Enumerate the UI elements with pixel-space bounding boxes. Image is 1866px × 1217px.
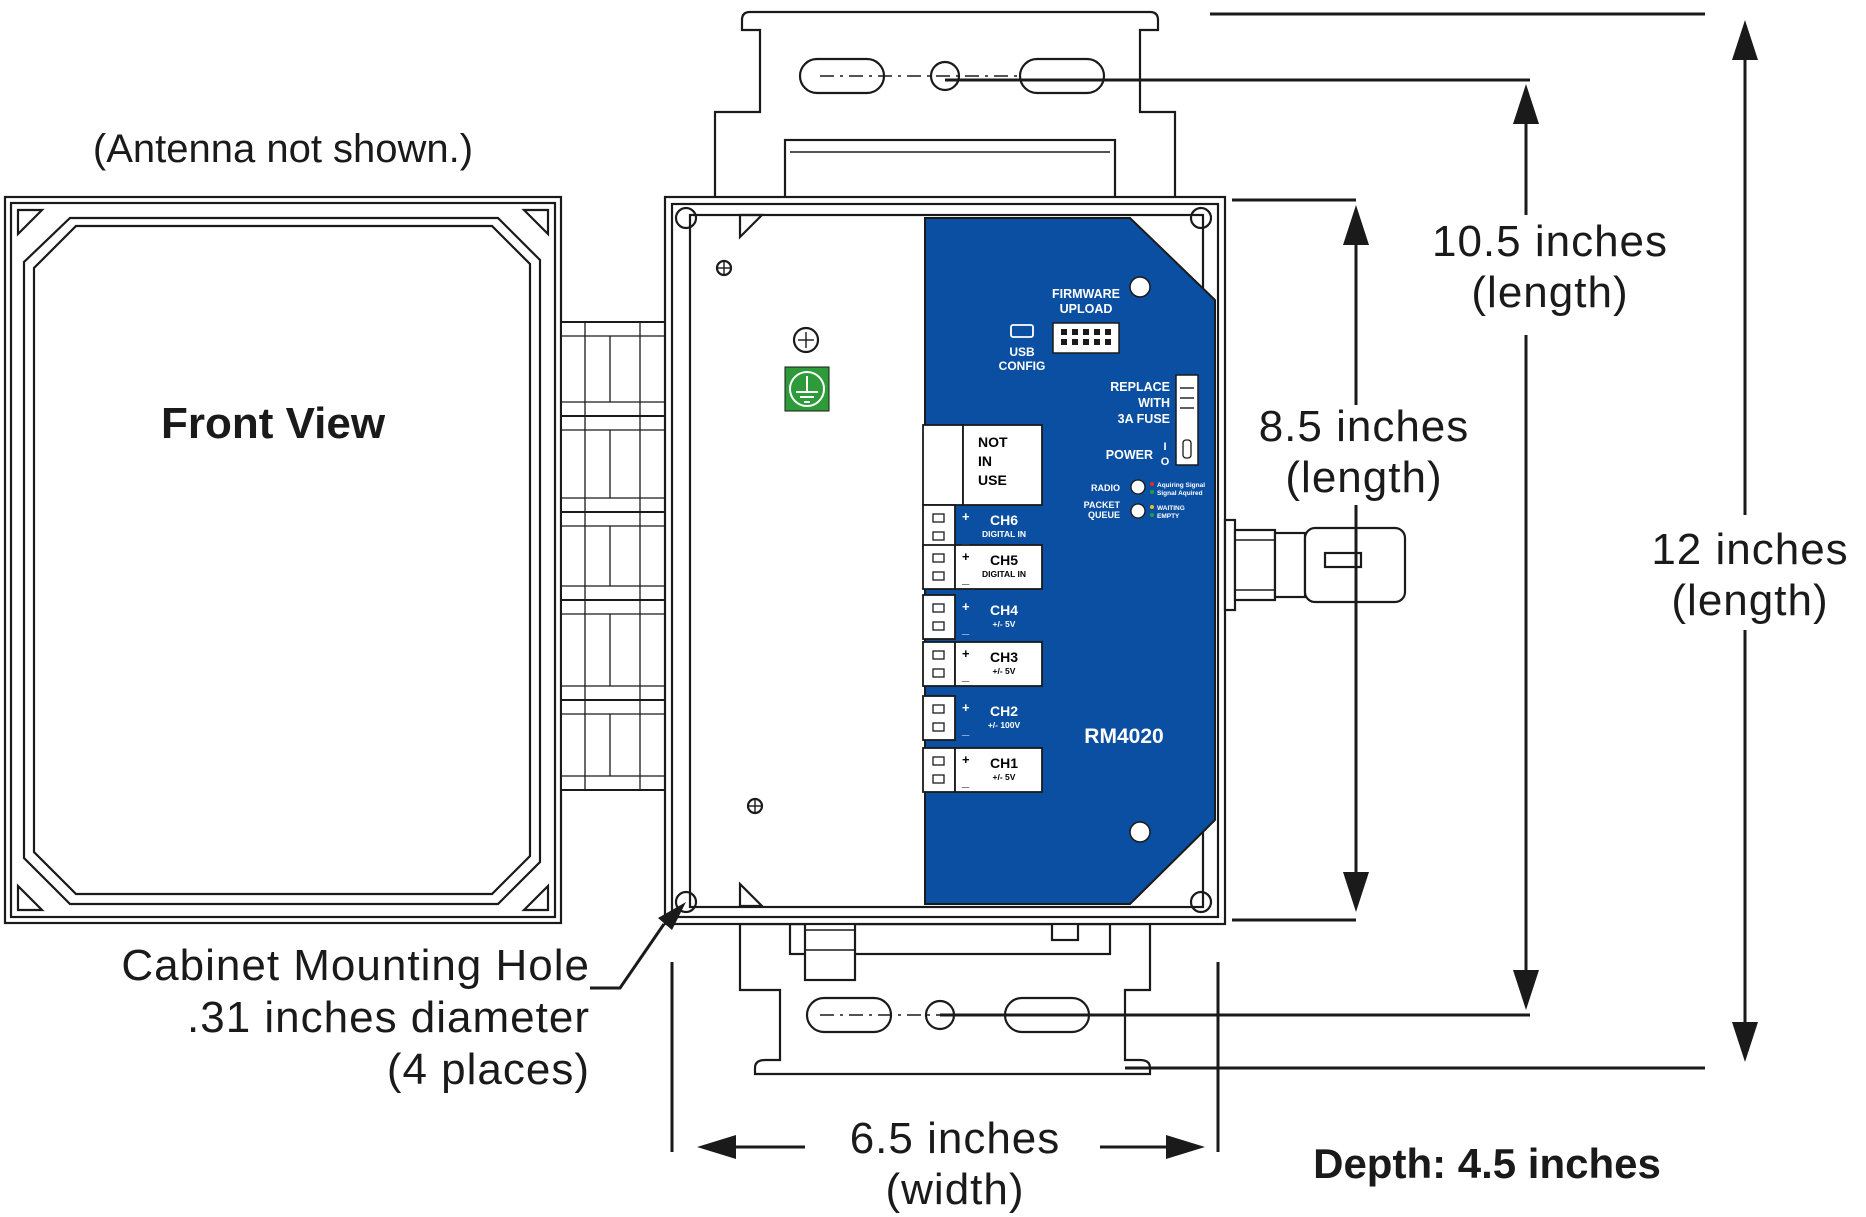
- channel-name: CH4: [990, 602, 1018, 618]
- mounting-hole-top-left: [674, 206, 698, 230]
- svg-text:UPLOAD: UPLOAD: [1060, 302, 1113, 316]
- svg-text:_: _: [961, 722, 970, 737]
- firmware-upload-port: [1052, 322, 1120, 354]
- svg-text:3A FUSE: 3A FUSE: [1118, 412, 1170, 426]
- ground-screw: [792, 326, 820, 354]
- hinge-5: [560, 699, 666, 791]
- channel-range: +/- 5V: [993, 666, 1016, 676]
- svg-text:+: +: [962, 599, 970, 614]
- channel-ch2: + _ CH2+/- 100V: [922, 695, 1021, 741]
- mounting-hole-bottom-right: [1189, 890, 1213, 914]
- channel-name: CH5: [990, 552, 1018, 568]
- mounting-length-unit: (length): [1471, 268, 1628, 317]
- hinge-4: [560, 599, 666, 701]
- width-dimension-value: 6.5 inches: [850, 1114, 1061, 1163]
- mounting-hole-label-line1: Cabinet Mounting Hole: [121, 941, 590, 990]
- top-mounting-bracket: [713, 10, 1177, 200]
- svg-text:USE: USE: [978, 472, 1007, 488]
- svg-text:USB: USB: [1009, 345, 1035, 359]
- packet-queue-led: [1130, 503, 1146, 519]
- svg-text:_: _: [961, 571, 970, 586]
- svg-text:+: +: [962, 752, 970, 767]
- mounting-length-value: 10.5 inches: [1432, 217, 1668, 266]
- svg-text:CONFIG: CONFIG: [999, 359, 1046, 373]
- radio-led: [1130, 479, 1146, 495]
- depth-label: Depth: 4.5 inches: [1313, 1140, 1661, 1187]
- channel-name: CH1: [990, 755, 1018, 771]
- inner-length-value: 8.5 inches: [1259, 402, 1470, 451]
- channel-range: DIGITAL IN: [982, 569, 1026, 579]
- svg-text:+: +: [962, 509, 970, 524]
- channel-range: +/- 5V: [993, 619, 1016, 629]
- svg-text:I: I: [1163, 441, 1166, 453]
- model-number: RM4020: [1084, 725, 1163, 748]
- front-view-label: Front View: [161, 399, 386, 448]
- antenna-connector: [1223, 518, 1407, 612]
- svg-text:RADIO: RADIO: [1091, 483, 1120, 493]
- channel-range: DIGITAL IN: [982, 529, 1026, 539]
- svg-text:Aquiring Signal: Aquiring Signal: [1157, 482, 1205, 489]
- svg-text:O: O: [1161, 456, 1170, 468]
- door-hinges: [560, 321, 666, 791]
- svg-text:+: +: [962, 646, 970, 661]
- svg-text:NOT: NOT: [978, 434, 1008, 450]
- svg-text:POWER: POWER: [1106, 448, 1153, 462]
- svg-text:PACKET: PACKET: [1084, 500, 1121, 510]
- svg-text:EMPTY: EMPTY: [1157, 513, 1180, 520]
- svg-text:+: +: [962, 700, 970, 715]
- svg-text:QUEUE: QUEUE: [1088, 510, 1120, 520]
- svg-text:_: _: [961, 668, 970, 683]
- dimension-lines: [590, 12, 1758, 1159]
- svg-text:WAITING: WAITING: [1157, 505, 1185, 512]
- channel-name: CH2: [990, 703, 1018, 719]
- hinge-1: [560, 321, 666, 417]
- usb-config-port: [1010, 324, 1034, 338]
- enclosure-door: [3, 195, 563, 925]
- mounting-hole-top-right: [1189, 206, 1213, 230]
- hinge-2: [560, 415, 666, 513]
- channel-range: +/- 5V: [993, 772, 1016, 782]
- channel-ch3: + _ CH3+/- 5V: [922, 641, 1043, 687]
- svg-text:_: _: [961, 774, 970, 789]
- channel-name: CH3: [990, 649, 1018, 665]
- overall-length-unit: (length): [1671, 576, 1828, 625]
- circuit-board: FIRMWARE UPLOAD USB CONFIG REPLACE WITH …: [922, 217, 1216, 905]
- svg-text:_: _: [961, 621, 970, 636]
- overall-length-value: 12 inches: [1651, 525, 1848, 574]
- antenna-note: (Antenna not shown.): [93, 127, 473, 171]
- mounting-hole-label-line3: (4 places): [387, 1045, 590, 1094]
- svg-text:Signal Aquired: Signal Aquired: [1157, 490, 1203, 497]
- channel-name: CH6: [990, 512, 1018, 528]
- mounting-hole-bottom-left: [674, 890, 698, 914]
- channel-range: +/- 100V: [988, 720, 1021, 730]
- mounting-hole-label-line2: .31 inches diameter: [187, 993, 590, 1042]
- svg-text:FIRMWARE: FIRMWARE: [1052, 287, 1120, 301]
- inner-length-unit: (length): [1285, 453, 1442, 502]
- channel-ch4: + _ CH4+/- 5V: [922, 594, 1018, 640]
- svg-text:IN: IN: [978, 453, 992, 469]
- svg-text:WITH: WITH: [1138, 396, 1170, 410]
- svg-text:REPLACE: REPLACE: [1110, 380, 1170, 394]
- channel-ch1: + _ CH1+/- 5V: [922, 747, 1043, 793]
- svg-text:_: _: [961, 531, 970, 546]
- svg-text:+: +: [962, 549, 970, 564]
- width-dimension-unit: (width): [885, 1165, 1024, 1214]
- hinge-3: [560, 511, 666, 601]
